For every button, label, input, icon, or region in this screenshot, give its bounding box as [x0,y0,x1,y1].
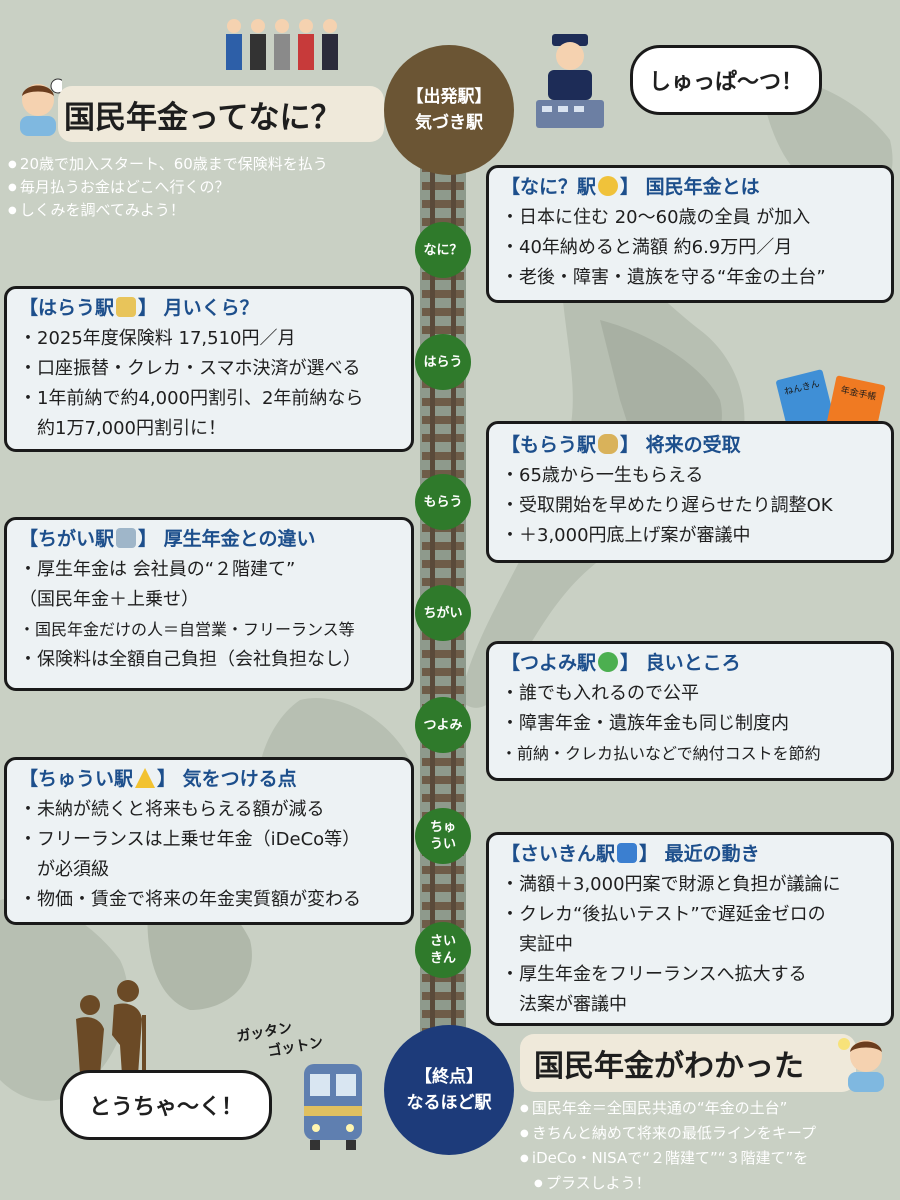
railway-tie [422,668,464,676]
card-chigai-item: ・国民年金だけの人＝自営業・フリーランス等 [19,620,355,639]
card-morau-item: ・＋3,000円底上げ案が審議中 [501,525,751,546]
card-chigai-item: ・保険料は全額自己負担（会社負担なし） [19,649,361,670]
intro-bullet: しくみを調べてみよう！ [8,199,328,222]
card-chigai-item: （国民年金＋上乗せ） [19,589,199,610]
intro-bullets: 20歳で加入スタート、60歳まで保険料を払う 毎月払うお金はどこへ行くの？ しく… [8,153,328,222]
card-saikin-title: 【さいきん駅】 最近の動き [501,843,760,865]
stop-tsuyomi: つよみ [415,697,471,753]
card-nani-item: ・日本に住む 20〜60歳の全員 が加入 [501,207,811,228]
office-building-icon [116,528,137,548]
railway-tie [422,884,464,892]
railway-tie [422,650,464,658]
magnifier-face-icon [598,176,619,196]
card-chuui: 【ちゅうい駅】 気をつける点 ・未納が続くと将来もらえる額が減る ・フリーランス… [4,757,414,925]
train-illustration [300,1060,366,1152]
card-morau-item: ・65歳から一生もらえる [501,465,704,486]
card-harau-item: ・口座振替・クレカ・スマホ決済が選べる [19,358,361,379]
stop-saikin: さい きん [415,922,471,978]
card-chuui-title: 【ちゅうい駅】 気をつける点 [19,768,297,790]
railway-tie [422,794,464,802]
outro-bullets: 国民年金＝全国民共通の“年金の土台” きちんと納めて将来の最低ラインをキープ i… [520,1096,816,1196]
conductor-speech-bubble: しゅっぱ〜つ！ [630,45,822,115]
card-harau-item: ・1年前納で約4,000円割引、2年前納なら [19,388,364,409]
stop-morau: もらう [415,474,471,530]
outro-person-icon [836,1034,892,1092]
intro-bullet: 20歳で加入スタート、60歳まで保険料を払う [8,153,328,176]
card-chuui-item: ・フリーランスは上乗せ年金（iDeCo等） [19,829,361,850]
stop-chigai: ちがい [415,585,471,641]
railway-tie [422,758,464,766]
outro-bullet: きちんと納めて将来の最低ラインをキープ [520,1121,816,1146]
stop-nani: なに？ [415,222,471,278]
stop-harau: はらう [415,334,471,390]
railway-tie [422,398,464,406]
start-station: 【出発駅】 気づき駅 [384,45,514,175]
outro-title: 国民年金がわかった [520,1034,856,1092]
elderly-couple-illustration [66,975,156,1075]
railway-tie [422,182,464,190]
railway-tie [422,560,464,568]
railway-tie [422,452,464,460]
intro-title: 国民年金ってなに？ [58,86,384,142]
card-tsuyomi-item: ・誰でも入れるので公平 [501,683,699,704]
arrival-speech-bubble: とうちゃ〜く！ [60,1070,272,1140]
outro-bullet-continued: プラスしよう！ [520,1171,816,1196]
card-tsuyomi-item: ・前納・クレカ払いなどで納付コストを節約 [501,744,821,763]
card-morau: 【もらう駅】 将来の受取 ・65歳から一生もらえる ・受取開始を早めたり遅らせた… [486,421,894,563]
card-chigai-item: ・厚生年金は 会社員の“２階建て” [19,559,296,580]
card-harau: 【はらう駅】 月いくら？ ・2025年度保険料 17,510円／月 ・口座振替・… [4,286,414,452]
railway-tie [422,416,464,424]
outro-bullet: 国民年金＝全国民共通の“年金の土台” [520,1096,816,1121]
railway-tie [422,434,464,442]
green-circle-icon [598,652,619,672]
card-saikin-item: 実証中 [501,934,573,955]
card-saikin: 【さいきん駅】 最近の動き ・満額＋3,000円案で財源と負担が議論に ・クレカ… [486,832,894,1026]
railway-tie [422,326,464,334]
intro-bullet: 毎月払うお金はどこへ行くの？ [8,176,328,199]
railway-tie [422,776,464,784]
card-nani: 【なに？駅】 国民年金とは ・日本に住む 20〜60歳の全員 が加入 ・40年納… [486,165,894,303]
railway-tie [422,290,464,298]
card-chuui-item: ・未納が続くと将来もらえる額が減る [19,799,325,820]
railway-tie [422,974,464,982]
railway-tie [422,686,464,694]
card-saikin-item: ・満額＋3,000円案で財源と負担が議論に [501,874,841,895]
card-tsuyomi-item: ・障害年金・遺族年金も同じ制度内 [501,713,789,734]
money-icon [116,297,137,317]
card-nani-item: ・老後・障害・遺族を守る“年金の土台” [501,267,826,288]
card-morau-title: 【もらう駅】 将来の受取 [501,434,741,456]
railway-tie [422,902,464,910]
stop-chuui: ちゅ うい [415,808,471,864]
railway-tie [422,542,464,550]
warning-icon [135,768,156,788]
money-bag-icon [598,434,619,454]
card-harau-item: 約1万7,000円割引に！ [19,418,226,439]
card-nani-title: 【なに？駅】 国民年金とは [501,176,760,198]
card-tsuyomi-title: 【つよみ駅】 良いところ [501,652,741,674]
card-chuui-item: が必須級 [19,859,109,880]
railway-tie [422,866,464,874]
railway-tie [422,308,464,316]
workers-illustration [222,16,342,88]
conductor-illustration [530,30,610,130]
railway-tie [422,992,464,1000]
railway-tie [422,200,464,208]
card-saikin-item: 法案が審議中 [501,994,627,1015]
refresh-icon [617,843,638,863]
card-nani-item: ・40年納めると満額 約6.9万円／月 [501,237,793,258]
intro-person-icon [14,78,66,136]
railway-tie [422,578,464,586]
card-harau-title: 【はらう駅】 月いくら？ [19,297,259,319]
card-chigai-title: 【ちがい駅】 厚生年金との違い [19,528,316,550]
card-chigai: 【ちがい駅】 厚生年金との違い ・厚生年金は 会社員の“２階建て” （国民年金＋… [4,517,414,691]
outro-bullet: iDeCo・NISAで“２階建て”“３階建て”を [520,1146,816,1171]
card-saikin-item: ・厚生年金をフリーランスへ拡大する [501,964,807,985]
end-station: 【終点】 なるほど駅 [384,1025,514,1155]
card-morau-item: ・受取開始を早めたり遅らせたり調整OK [501,495,833,516]
card-saikin-item: ・クレカ“後払いテスト”で遅延金ゼロの [501,904,826,925]
card-tsuyomi: 【つよみ駅】 良いところ ・誰でも入れるので公平 ・障害年金・遺族年金も同じ制度… [486,641,894,781]
railway-tie [422,1010,464,1018]
card-harau-item: ・2025年度保険料 17,510円／月 [19,328,296,349]
card-chuui-item: ・物価・賃金で将来の年金実質額が変わる [19,889,361,910]
